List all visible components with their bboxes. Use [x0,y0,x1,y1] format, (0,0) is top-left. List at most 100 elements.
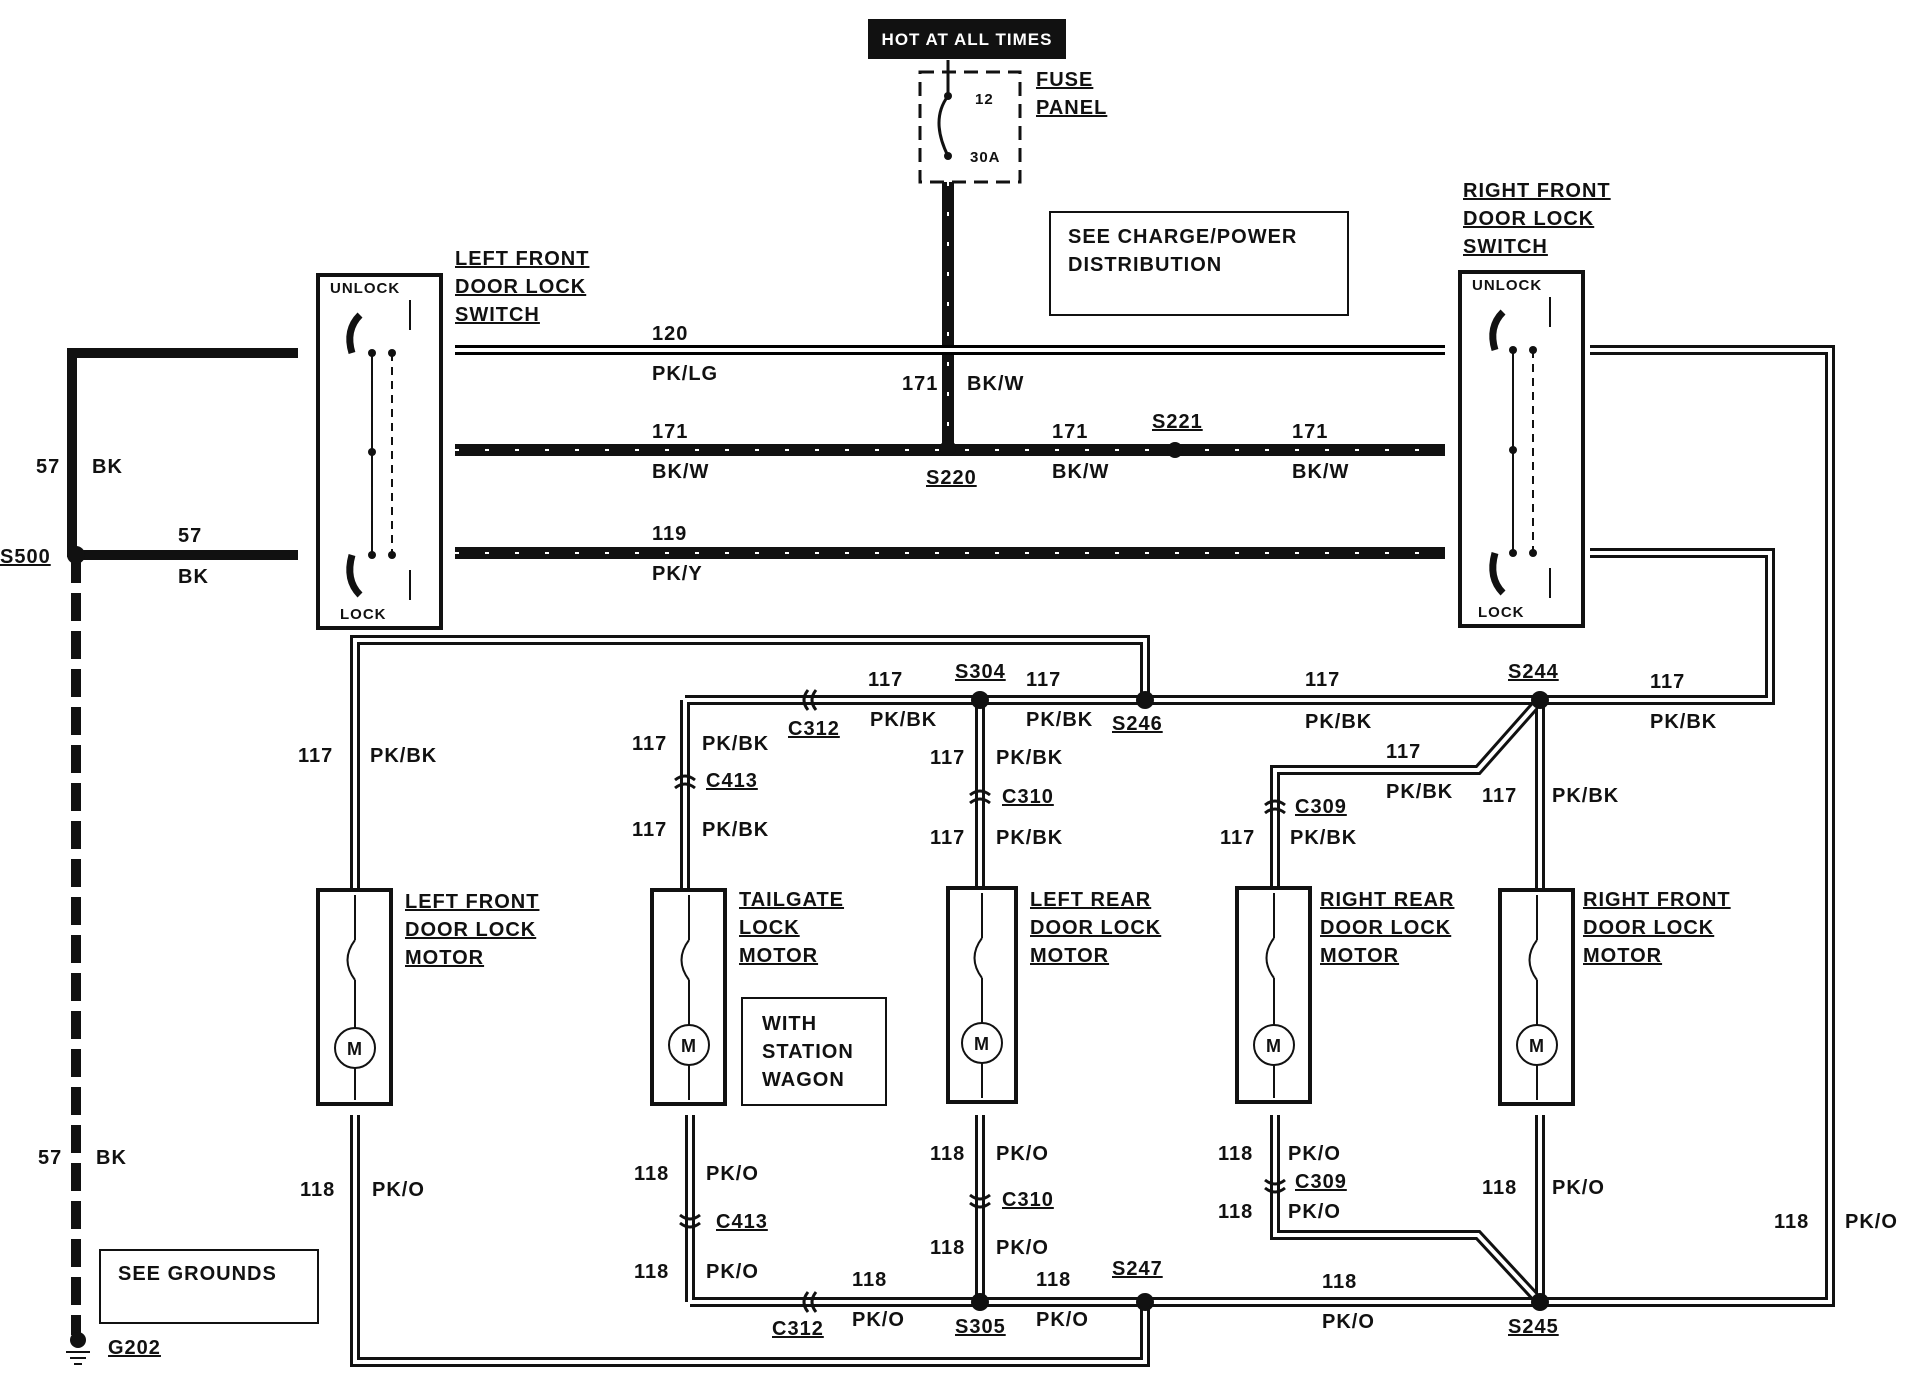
w118-num-lr1: 118 [930,1143,965,1165]
rr-motor-title-3: MOTOR [1320,945,1399,967]
w117-num-c: 117 [1305,669,1340,691]
charge-line-1: SEE CHARGE/POWER [1068,226,1297,248]
station-wagon-note: WITH STATION WAGON [741,997,887,1106]
rf-switch-unlock: UNLOCK [1472,277,1542,294]
w57-num-1: 57 [36,456,60,478]
w57-num-3: 57 [38,1147,62,1169]
w57-num-2: 57 [178,525,202,547]
w118-num-rr2: 118 [1218,1201,1253,1223]
left-rear-door-lock-motor: M LEFT REAR DOOR LOCK MOTOR [946,886,1161,1104]
wagon-line-3: WAGON [762,1069,845,1091]
lr-motor-symbol: M [974,1034,990,1054]
splice-s246: S246 [1112,713,1163,735]
charge-line-2: DISTRIBUTION [1068,254,1222,276]
w57-col-3: BK [96,1147,127,1169]
w117-num-d: 117 [1650,671,1685,693]
w118-col-a: PK/O [852,1309,905,1331]
w118-col-tg2: PK/O [706,1261,759,1283]
splice-s244: S244 [1508,661,1559,683]
w118-num-lf: 118 [300,1179,335,1201]
right-front-door-lock-switch: UNLOCK LOCK RIGHT FRONT DOOR LOCK SWITCH [1458,180,1611,628]
rr-motor-title-1: RIGHT REAR [1320,889,1454,911]
lf-switch-unlock: UNLOCK [330,280,400,297]
right-front-door-lock-motor: M RIGHT FRONT DOOR LOCK MOTOR [1498,888,1730,1106]
w117-col-c: PK/BK [1305,711,1372,733]
w117-num-tg2: 117 [632,819,667,841]
fuse-number: 12 [975,91,994,108]
connector-c309b: C309 [1295,1171,1347,1193]
w171-col-3: BK/W [1292,461,1349,483]
w117-col-a: PK/BK [870,709,937,731]
w117-num-lf: 117 [298,745,333,767]
w118-col-c: PK/O [1322,1311,1375,1333]
w118-num-right: 118 [1774,1211,1809,1233]
w118-num-c: 118 [1322,1271,1357,1293]
ground-g202-label: G202 [108,1337,161,1359]
connector-c413b: C413 [716,1211,768,1233]
w117-col-b: PK/BK [1026,709,1093,731]
w120-num: 120 [652,323,688,345]
fuse-panel: 12 30A FUSE PANEL [918,60,1106,184]
lr-motor-title-2: DOOR LOCK [1030,917,1161,939]
w117-num-diag: 117 [1386,741,1421,763]
rf-motor-symbol: M [1529,1036,1545,1056]
w118-num-rf: 118 [1482,1177,1517,1199]
w118-num-b: 118 [1036,1269,1071,1291]
rf-switch-title-1: RIGHT FRONT [1463,180,1611,202]
w171-num-feed: 171 [902,373,938,395]
w117-col-lr2: PK/BK [996,827,1063,849]
w117-num-lr2: 117 [930,827,965,849]
tailgate-lock-motor: M TAILGATE LOCK MOTOR [650,888,844,1106]
w118-col-right: PK/O [1845,1211,1898,1233]
w118-col-b: PK/O [1036,1309,1089,1331]
w117-col-d: PK/BK [1650,711,1717,733]
wire-57-top [67,348,298,557]
splice-s220: S220 [926,467,977,489]
w171-num-3: 171 [1292,421,1328,443]
tg-motor-title-3: MOTOR [739,945,818,967]
lf-motor-title-1: LEFT FRONT [405,891,539,913]
see-charge-note: SEE CHARGE/POWER DISTRIBUTION [1049,211,1349,316]
w117-col-rf: PK/BK [1552,785,1619,807]
hot-label: HOT AT ALL TIMES [882,30,1053,49]
w117-col-rr: PK/BK [1290,827,1357,849]
wagon-line-2: STATION [762,1041,854,1063]
w171-col-1: BK/W [652,461,709,483]
see-grounds-note: SEE GROUNDS [99,1249,319,1324]
rf-switch-title-2: DOOR LOCK [1463,208,1594,230]
wire-118-network [350,345,1835,1367]
w118-num-a: 118 [852,1269,887,1291]
w171-col-2: BK/W [1052,461,1109,483]
w117-num-b: 117 [1026,669,1061,691]
lr-motor-title-1: LEFT REAR [1030,889,1151,911]
fuse-rating: 30A [970,149,1001,166]
w118-num-lr2: 118 [930,1237,965,1259]
lf-switch-title-2: DOOR LOCK [455,276,586,298]
connector-c309a: C309 [1295,796,1347,818]
w118-col-rf: PK/O [1552,1177,1605,1199]
tg-motor-title-2: LOCK [739,917,800,939]
w117-col-tg2: PK/BK [702,819,769,841]
splice-s500: S500 [0,546,51,568]
w117-num-tg1: 117 [632,733,667,755]
rf-motor-title-2: DOOR LOCK [1583,917,1714,939]
w117-col-lr1: PK/BK [996,747,1063,769]
w118-col-rr1: PK/O [1288,1143,1341,1165]
wagon-line-1: WITH [762,1013,817,1035]
connector-c312b: C312 [772,1318,824,1340]
w118-col-rr2: PK/O [1288,1201,1341,1223]
w118-col-tg1: PK/O [706,1163,759,1185]
splice-s247: S247 [1112,1258,1163,1280]
left-front-door-lock-motor: M LEFT FRONT DOOR LOCK MOTOR [316,888,539,1106]
w117-col-diag: PK/BK [1386,781,1453,803]
connector-c310b: C310 [1002,1189,1054,1211]
hot-at-all-times-tag: HOT AT ALL TIMES [868,19,1066,59]
w118-num-tg2: 118 [634,1261,669,1283]
rf-motor-title-3: MOTOR [1583,945,1662,967]
w118-col-lr2: PK/O [996,1237,1049,1259]
w118-num-tg1: 118 [634,1163,669,1185]
lf-motor-title-3: MOTOR [405,947,484,969]
lf-motor-symbol: M [347,1039,363,1059]
tg-motor-title-1: TAILGATE [739,889,844,911]
